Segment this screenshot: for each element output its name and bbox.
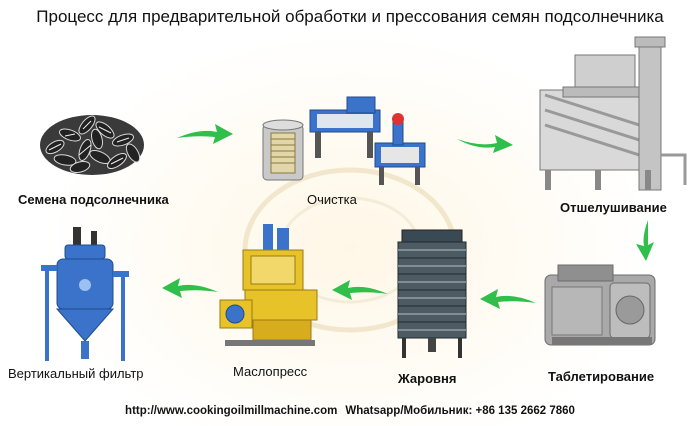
arrow-left-icon xyxy=(480,289,536,309)
flaking-machine-icon xyxy=(544,264,656,346)
arrow-left-icon xyxy=(162,278,218,298)
dehulling-machine-icon xyxy=(539,36,687,191)
website-link[interactable]: http://www.cookingoilmillmachine.com xyxy=(125,405,338,417)
arrow-right-icon xyxy=(457,135,513,153)
step-label-flaking: Таблетирование xyxy=(548,369,655,384)
contact-footer: http://www.cookingoilmillmachine.com What… xyxy=(0,405,700,417)
step-label-filter: Вертикальный фильтр xyxy=(8,366,144,381)
arrow-down-icon xyxy=(636,220,654,261)
contact-phone: Whatsapp/Мобильник: +86 135 2662 7860 xyxy=(345,405,575,417)
step-label-cleaning: Очистка xyxy=(307,192,357,207)
step-label-seeds: Семена подсолнечника xyxy=(18,192,169,207)
arrow-right-icon xyxy=(177,124,233,144)
oil-press-icon xyxy=(219,224,318,346)
sunflower-seeds-icon xyxy=(40,115,144,175)
page-title: Процесс для предварительной обработки и … xyxy=(36,7,664,26)
cleaning-machine-icon xyxy=(262,96,426,185)
cooker-icon xyxy=(397,229,467,358)
vertical-filter-icon xyxy=(41,227,129,361)
step-label-press: Маслопресс xyxy=(233,364,308,379)
arrow-left-icon xyxy=(332,280,388,300)
step-label-dehulling: Отшелушивание xyxy=(560,200,667,215)
step-label-cooker: Жаровня xyxy=(398,371,457,386)
